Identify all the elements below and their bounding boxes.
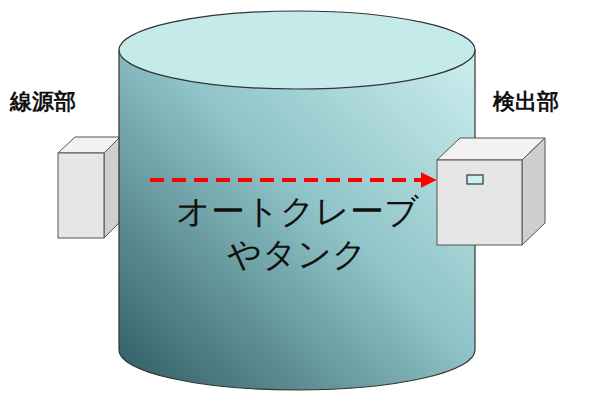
tank-label: オートクレーブ やタンク [167, 190, 427, 275]
cube-front [437, 160, 522, 245]
source-unit-outline [58, 137, 120, 238]
cube-front [58, 153, 104, 238]
part-label: 線源部 [10, 89, 76, 115]
source-unit: 線源部 [58, 137, 120, 238]
part-label: 検出部 [493, 89, 559, 115]
beam-arrow [150, 178, 435, 182]
cube-side [522, 138, 545, 245]
detector-window [467, 175, 483, 184]
detector-unit-outline [437, 138, 545, 245]
cylinder-top [119, 11, 475, 89]
cube-side [104, 137, 120, 238]
tank-cylinder: オートクレーブ やタンク [118, 10, 476, 390]
detector-unit: 検出部 [437, 138, 545, 245]
cylinder-body [119, 50, 475, 390]
